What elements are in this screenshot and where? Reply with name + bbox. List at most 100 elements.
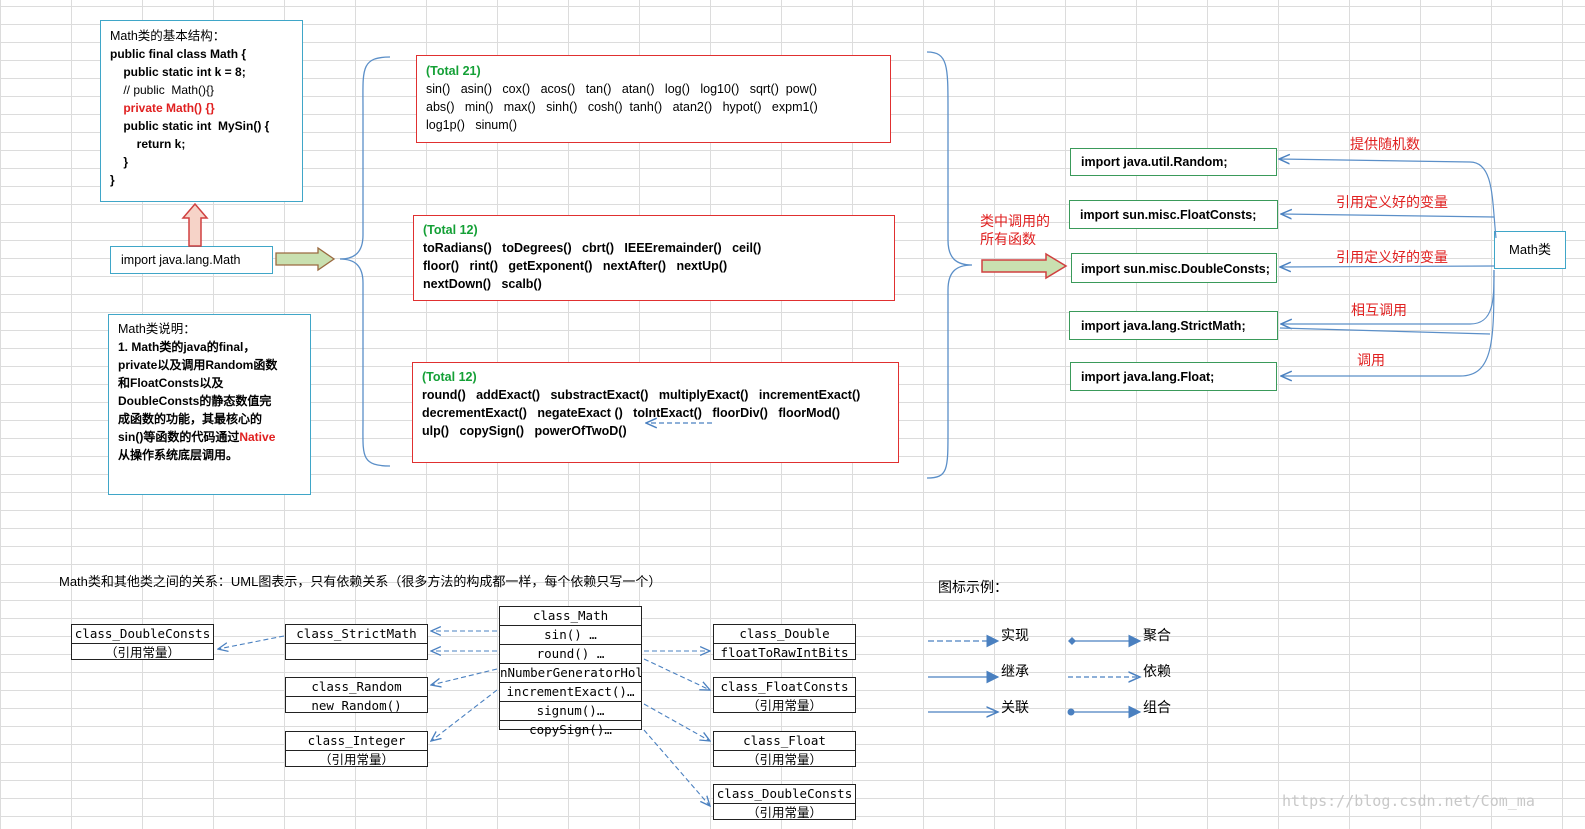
legend-title: 图标示例： (938, 579, 1008, 595)
uml-method: round() … (500, 645, 641, 664)
group-line: abs() min() max() sinh() cosh() tanh() a… (426, 100, 818, 114)
random-label: 提供随机数 (1350, 136, 1420, 152)
math-class-box: Math类 (1494, 231, 1566, 269)
import-box: import sun.misc.DoubleConsts; (1071, 253, 1277, 283)
uml-method: signum()… (500, 702, 641, 721)
legend-dependency: 依赖 (1143, 663, 1171, 679)
description-text: sin()等函数的代码通过 (118, 430, 240, 444)
uml-class-strict-math: class_StrictMath (285, 624, 428, 660)
uml-class-name: class_DoubleConsts (714, 785, 855, 804)
structure-line: public static int k = 8; (110, 65, 246, 79)
legend-composition: 组合 (1143, 699, 1171, 715)
description-title: Math类说明： (118, 322, 196, 336)
group-line: ulp() copySign() powerOfTwoD() (422, 424, 627, 438)
uml-member: （引用常量） (746, 698, 822, 713)
description-line: 从操作系统底层调用。 (118, 448, 239, 462)
description-line: private以及调用Random函数 (118, 358, 278, 372)
call-label-line: 类中调用的 (980, 213, 1050, 229)
strict-math-label: 相互调用 (1351, 302, 1407, 318)
group-line: sin() asin() cox() acos() tan() atan() l… (426, 82, 818, 96)
group-total: (Total 12) (422, 370, 477, 384)
description-line: 和FloatConsts以及 (118, 376, 224, 390)
group-line: nextDown() scalb() (423, 277, 542, 291)
structure-line: // public Math(){} (110, 83, 215, 97)
uml-member: （引用常量） (746, 805, 822, 820)
structure-line: } (110, 155, 129, 169)
import-label: import java.lang.Float; (1081, 370, 1215, 384)
native-keyword: Native (239, 430, 276, 444)
uml-class-float: class_Float （引用常量） (713, 731, 856, 767)
legend-aggregation: 聚合 (1143, 627, 1171, 643)
import-box: import java.lang.StrictMath; (1069, 311, 1278, 340)
math-structure-box: Math类的基本结构： public final class Math { pu… (100, 20, 303, 202)
description-line: DoubleConsts的静态数值完 (118, 394, 272, 408)
import-label: import sun.misc.DoubleConsts; (1081, 262, 1270, 276)
import-box: import sun.misc.FloatConsts; (1069, 200, 1278, 229)
uml-class-name: class_Math (500, 607, 641, 626)
import-math-label: import java.lang.Math (121, 253, 241, 267)
float-consts-label: 引用定义好的变量 (1336, 194, 1448, 210)
import-box: import java.util.Random; (1070, 148, 1277, 176)
legend-realization: 实现 (1001, 627, 1029, 643)
uml-member: （引用常量） (318, 752, 394, 767)
function-group-2: (Total 12) toRadians() toDegrees() cbrt(… (413, 215, 895, 301)
uml-class-double-consts-left: class_DoubleConsts （引用常量） (71, 624, 214, 660)
group-line: toRadians() toDegrees() cbrt() IEEEremai… (423, 241, 762, 255)
legend-arrows (928, 634, 1142, 719)
uml-method: sin() … (500, 626, 641, 645)
uml-class-name: class_Random (286, 678, 427, 697)
uml-member: floatToRawIntBits (720, 645, 849, 660)
structure-line: return k; (110, 137, 186, 151)
group-line: round() addExact() substractExact() mult… (422, 388, 861, 402)
uml-member: （引用常量） (104, 645, 180, 660)
uml-method: nNumberGeneratorHol (500, 664, 641, 683)
math-class-label: Math类 (1509, 242, 1551, 257)
group-line: decrementExact() negateExact () toIntExa… (422, 406, 841, 420)
import-label: import java.util.Random; (1081, 155, 1228, 169)
structure-line: public final class Math { (110, 47, 247, 61)
up-arrow (181, 202, 209, 247)
description-line: 1. Math类的java的final， (118, 340, 256, 354)
call-label: 类中调用的 所有函数 (980, 212, 1050, 248)
description-line: sin()等函数的代码通过Native (118, 428, 310, 446)
uml-class-double: class_Double floatToRawIntBits (713, 624, 856, 660)
import-label: import sun.misc.FloatConsts; (1080, 208, 1257, 222)
structure-line: } (110, 173, 115, 187)
uml-class-random: class_Random new Random() (285, 677, 428, 713)
description-line: 成函数的功能，其最核心的 (118, 412, 263, 426)
group-total: (Total 21) (426, 64, 481, 78)
watermark: https://blog.csdn.net/Com_ma (1282, 792, 1535, 810)
uml-class-double-consts-right: class_DoubleConsts （引用常量） (713, 784, 856, 820)
import-label: import java.lang.StrictMath; (1081, 319, 1246, 333)
structure-line: public static int MySin() { (110, 119, 270, 133)
right-arrow-import (275, 246, 336, 272)
import-math-box: import java.lang.Math (110, 246, 273, 274)
function-group-3: (Total 12) round() addExact() substractE… (412, 362, 899, 463)
right-arrow-imports (981, 252, 1068, 280)
uml-class-math: class_Math sin() … round() … nNumberGene… (499, 606, 642, 737)
uml-class-name: class_DoubleConsts (72, 625, 213, 644)
uml-title: Math类和其他类之间的关系：UML图表示，只有依赖关系（很多方法的构成都一样，… (59, 574, 662, 589)
uml-class-name: class_Float (714, 732, 855, 751)
group-total: (Total 12) (423, 223, 478, 237)
call-label-line: 所有函数 (980, 231, 1036, 247)
uml-class-name: class_StrictMath (286, 625, 427, 644)
double-consts-label: 引用定义好的变量 (1336, 249, 1448, 265)
uml-class-name: class_FloatConsts (714, 678, 855, 697)
uml-member: （引用常量） (746, 752, 822, 767)
group-line: log1p() sinum() (426, 118, 517, 132)
uml-member: new Random() (311, 698, 402, 713)
uml-class-name: class_Double (714, 625, 855, 644)
right-brace (926, 51, 973, 479)
import-box: import java.lang.Float; (1070, 362, 1277, 391)
structure-title: Math类的基本结构： (110, 29, 226, 43)
legend-association: 关联 (1001, 699, 1029, 715)
uml-class-name: class_Integer (286, 732, 427, 751)
function-group-1: (Total 21) sin() asin() cox() acos() tan… (416, 55, 891, 143)
uml-method: copySign()… (529, 722, 612, 737)
structure-line-private: private Math() {} (110, 101, 215, 115)
group-line: floor() rint() getExponent() nextAfter()… (423, 259, 728, 273)
import-connectors (1279, 159, 1497, 376)
uml-method: incrementExact()… (500, 683, 641, 702)
